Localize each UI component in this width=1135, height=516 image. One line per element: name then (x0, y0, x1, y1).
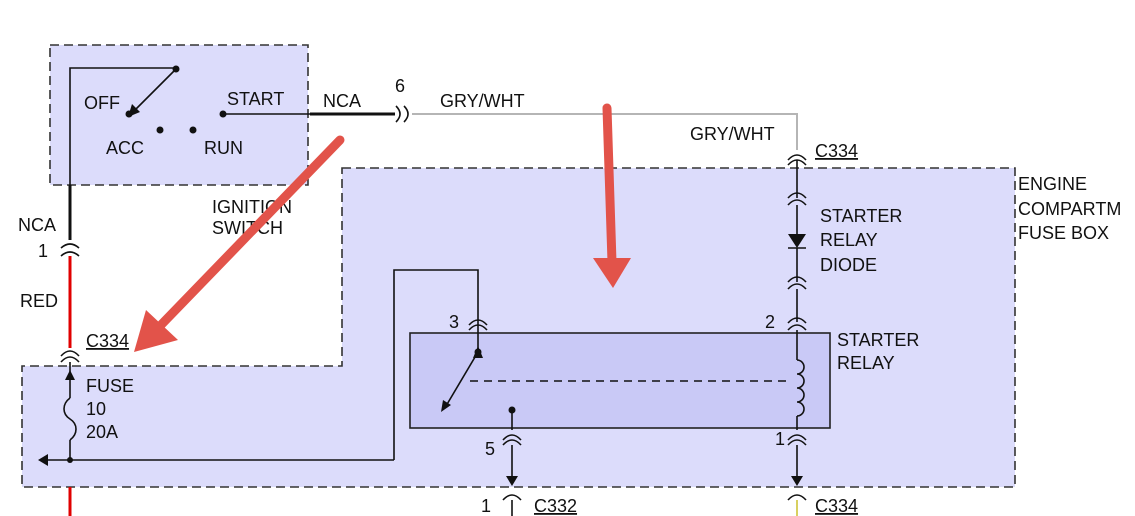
switch-pos-off: OFF (84, 93, 120, 113)
fuse-number: 10 (86, 399, 106, 419)
connector-c334-left: C334 (86, 331, 129, 351)
relay-contact-switch (393, 269, 516, 460)
wire-label-nca-start: NCA (323, 91, 361, 111)
wire-gry-wht (412, 113, 798, 150)
connector-c332-pin: 1 (481, 496, 491, 516)
connector-c334-left-symbol (60, 350, 80, 363)
relay-pin-2: 2 (765, 312, 775, 332)
connector-c332-bottom: C332 (534, 496, 577, 516)
relay-pin-5-wire (502, 434, 522, 516)
relay-label-1: STARTER (837, 330, 919, 350)
fuse-box-title-2: COMPARTM (1018, 199, 1121, 219)
wire-label-gry-wht: GRY/WHT (440, 91, 525, 111)
wire-label-gry-wht-2: GRY/WHT (690, 124, 775, 144)
annotation-arrow-down (593, 103, 631, 288)
diode-branch (787, 154, 807, 360)
switch-pos-run: RUN (204, 138, 243, 158)
connector-c334-top: C334 (815, 141, 858, 161)
annotation-arrow-left (134, 135, 345, 352)
switch-pos-acc: ACC (106, 138, 144, 158)
relay-pin-3: 3 (449, 312, 459, 332)
connector-c334-bottom: C334 (815, 496, 858, 516)
relay-label-2: RELAY (837, 353, 895, 373)
pin-label-1: 1 (38, 241, 48, 261)
relay-pin-5: 5 (485, 439, 495, 459)
relay-pin-1-wire (787, 434, 807, 516)
diode-label-2: RELAY (820, 230, 878, 250)
diode-label-1: STARTER (820, 206, 902, 226)
fuse-box-title-1: ENGINE (1018, 174, 1087, 194)
ignition-switch-symbol (69, 65, 310, 185)
ignition-switch-outline (49, 44, 309, 186)
pin-label-6: 6 (395, 76, 405, 96)
fuse-icon (38, 362, 394, 466)
fuse-label: FUSE (86, 376, 134, 396)
wire-label-nca-feed: NCA (18, 215, 56, 235)
connector-1-symbol (60, 243, 80, 257)
diode-icon (788, 234, 806, 248)
fuse-rating: 20A (86, 422, 118, 442)
relay-coil-icon (470, 359, 805, 430)
relay-pin-1: 1 (775, 429, 785, 449)
fuse-box-title-3: FUSE BOX (1018, 223, 1109, 243)
wire-label-red: RED (20, 291, 58, 311)
starter-relay-box (409, 332, 831, 429)
connector-6-symbol (395, 105, 409, 123)
switch-pos-start: START (227, 89, 284, 109)
diode-label-3: DIODE (820, 255, 877, 275)
